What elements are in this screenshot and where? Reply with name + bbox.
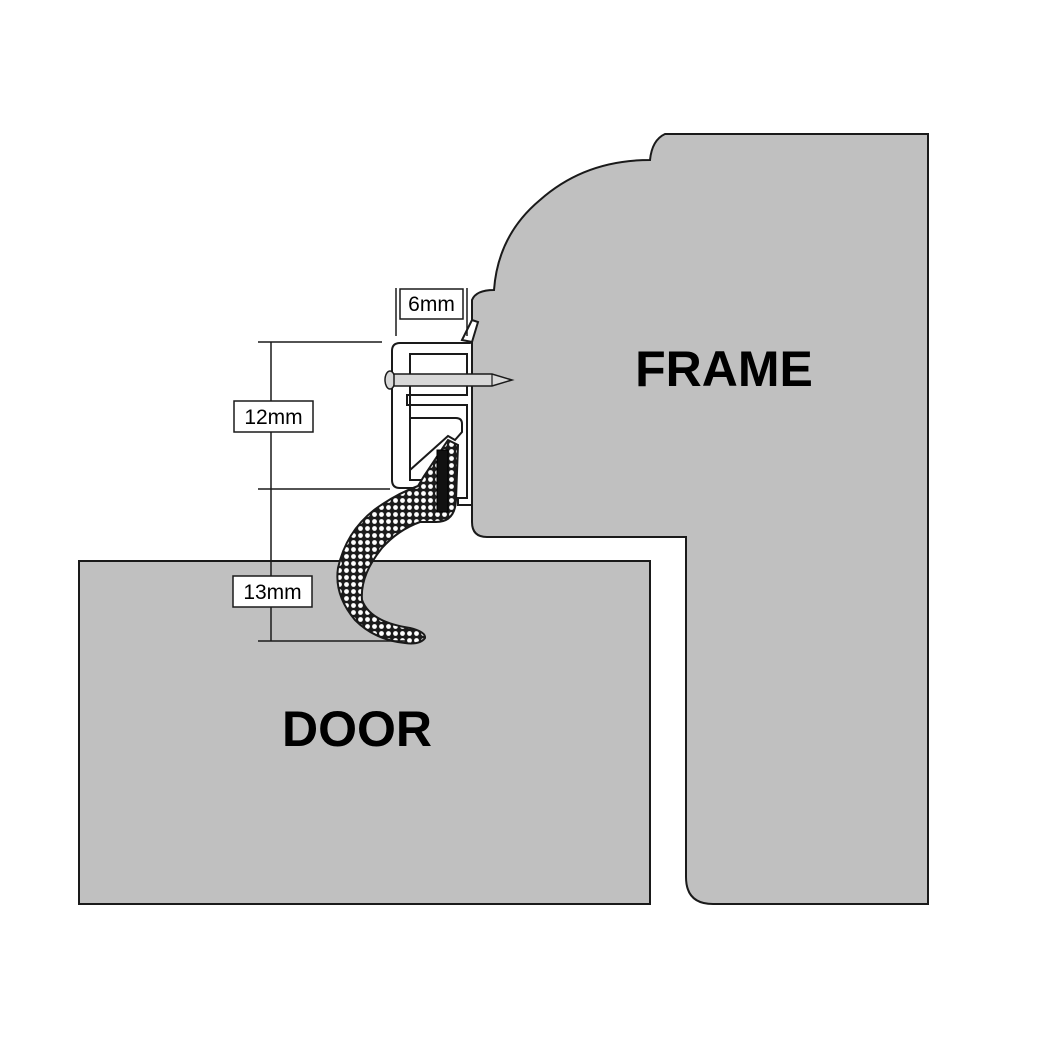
dim-height-lower: 13mm bbox=[232, 575, 313, 608]
frame-label: FRAME bbox=[635, 341, 813, 397]
dim-height-upper: 12mm bbox=[233, 400, 314, 433]
door-label: DOOR bbox=[282, 701, 432, 757]
dim-width-top: 6mm bbox=[399, 288, 464, 320]
dim-height-upper-text: 12mm bbox=[244, 406, 302, 429]
adhesive-strip bbox=[436, 449, 449, 513]
dim-height-lower-text: 13mm bbox=[243, 581, 301, 604]
frame-shape bbox=[471, 133, 929, 905]
nail bbox=[384, 370, 515, 390]
dim-width-top-text: 6mm bbox=[408, 293, 455, 316]
seal-carrier bbox=[391, 318, 480, 506]
foam-seal bbox=[336, 438, 460, 645]
